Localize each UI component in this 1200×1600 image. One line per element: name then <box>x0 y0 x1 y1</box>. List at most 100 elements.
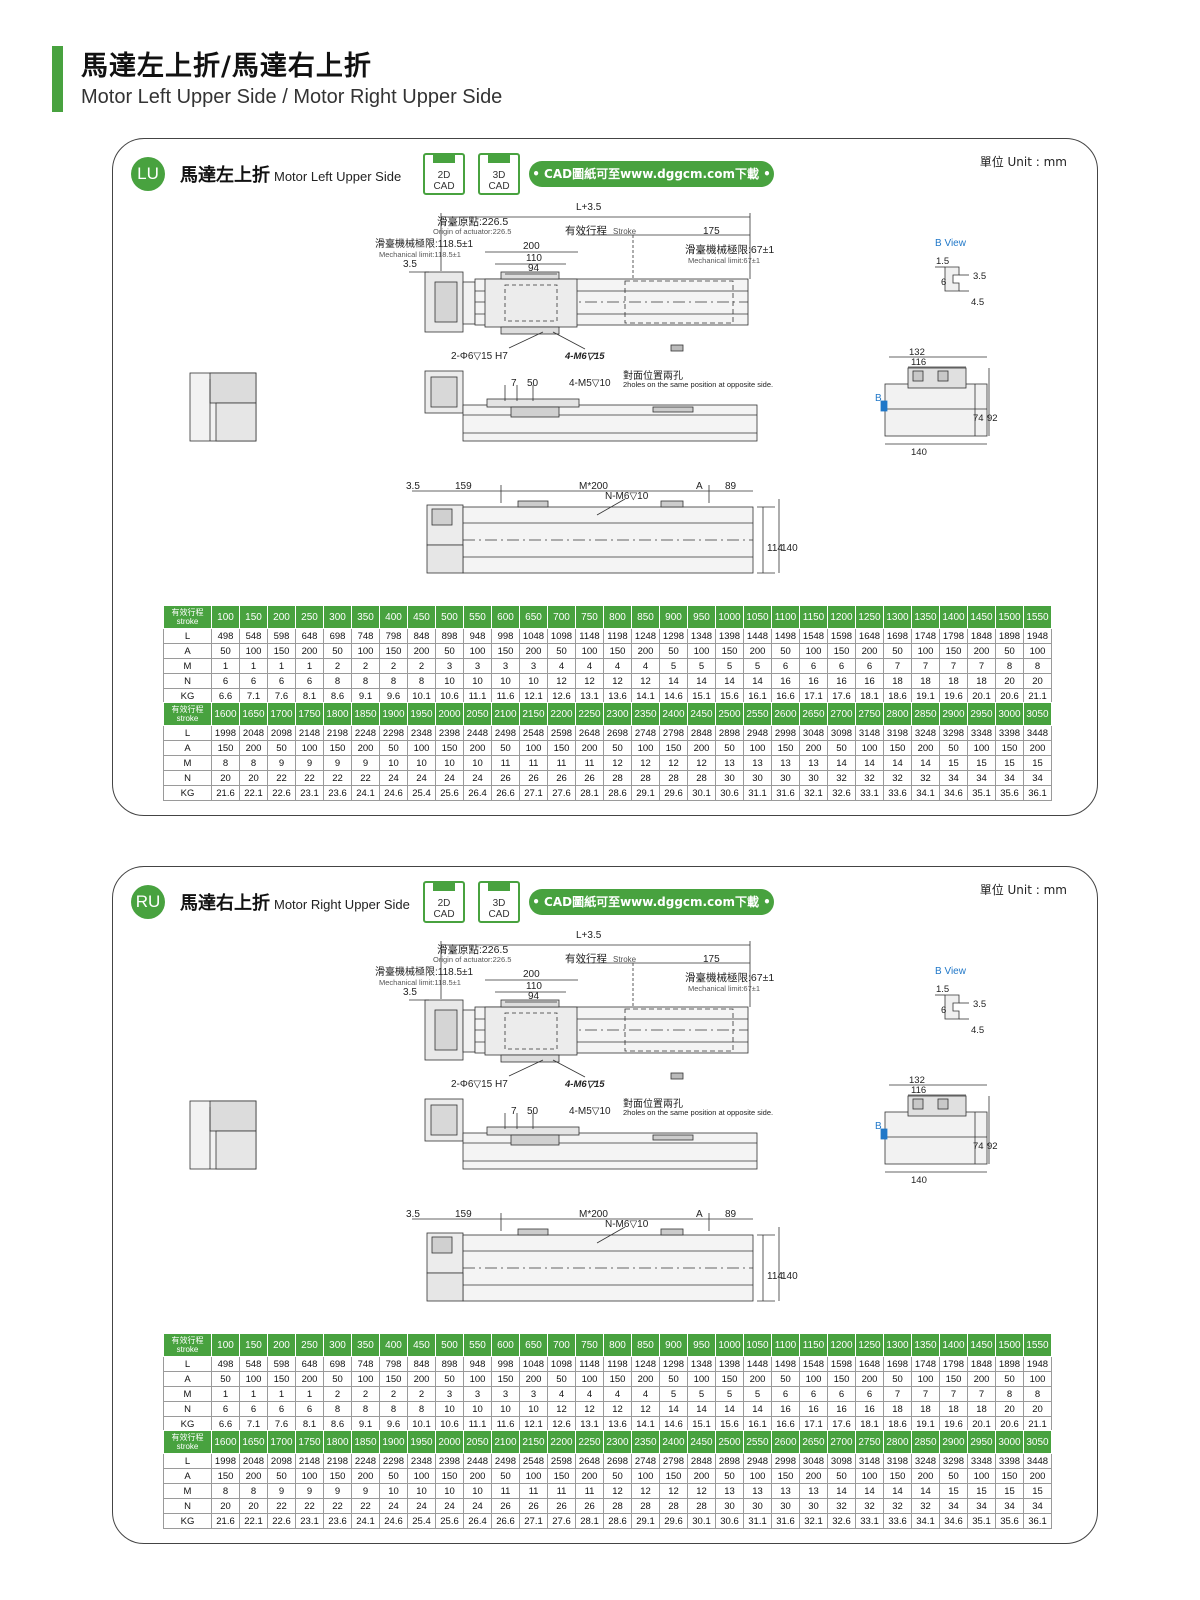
spec-value-cell: 12 <box>631 1401 660 1417</box>
b-marker-label: B <box>875 393 882 404</box>
spec-value-cell: 2298 <box>379 1453 408 1469</box>
spec-value-cell: 18 <box>883 673 912 689</box>
stroke-value-cell: 300 <box>323 1333 352 1357</box>
spec-value-cell: 20 <box>211 1498 240 1514</box>
spec-value-cell: 1248 <box>631 1356 660 1372</box>
spec-value-cell: 50 <box>827 740 856 756</box>
spec-value-cell: 200 <box>911 740 940 756</box>
stroke-value-cell: 2050 <box>463 702 492 726</box>
spec-value-cell: 2 <box>407 658 436 674</box>
spec-value-cell: 50 <box>939 740 968 756</box>
spec-value-cell: 50 <box>379 740 408 756</box>
spec-value-cell: 2498 <box>491 1453 520 1469</box>
spec-value-cell: 6 <box>827 658 856 674</box>
end-view-drawing <box>880 266 990 445</box>
dim-94-label: 94 <box>528 263 540 274</box>
spec-value-cell: 32 <box>883 1498 912 1514</box>
spec-value-cell: 32 <box>827 770 856 786</box>
bview-6-label: 6 <box>941 1005 946 1016</box>
spec-value-cell: 10 <box>435 755 464 771</box>
spec-value-cell: 25.6 <box>435 785 464 801</box>
stroke-value-cell: 2800 <box>883 702 912 726</box>
spec-value-cell: 50 <box>883 1371 912 1387</box>
stroke-value-cell: 2700 <box>827 702 856 726</box>
stroke-value-cell: 1850 <box>351 1430 380 1454</box>
spec-value-cell: 32 <box>911 770 940 786</box>
spec-value-cell: 100 <box>855 1468 884 1484</box>
cad-download-link[interactable]: • CAD圖紙可至www.dggcm.com下載 • <box>529 889 774 915</box>
opposite-holes-en-label: 2holes on the same position at opposite … <box>623 1108 773 1117</box>
stroke-value-cell: 1500 <box>995 1333 1024 1357</box>
spec-value-cell: 13 <box>771 1483 800 1499</box>
spec-value-cell: 150 <box>491 643 520 659</box>
stroke-value-cell: 750 <box>575 605 604 629</box>
spec-value-cell: 14 <box>659 673 688 689</box>
spec-value-cell: 150 <box>939 643 968 659</box>
spec-value-cell: 1 <box>211 1386 240 1402</box>
spec-value-cell: 34 <box>1023 770 1052 786</box>
spec-value-cell: 100 <box>743 1468 772 1484</box>
spec-value-cell: 28 <box>687 770 716 786</box>
spec-value-cell: 150 <box>547 1468 576 1484</box>
unit-label: 單位 Unit : mm <box>979 155 1067 169</box>
tap-holes-m5-label: 4-M5▽10 <box>569 378 611 389</box>
row-label-cell: N <box>163 673 212 689</box>
spec-value-cell: 1598 <box>827 1356 856 1372</box>
spec-value-cell: 200 <box>911 1468 940 1484</box>
spec-value-cell: 150 <box>379 643 408 659</box>
spec-value-cell: 14 <box>715 673 744 689</box>
stroke-value-cell: 650 <box>519 1333 548 1357</box>
spec-value-cell: 26 <box>491 1498 520 1514</box>
header-accent-bar <box>52 46 63 112</box>
spec-value-cell: 32 <box>827 1498 856 1514</box>
spec-value-cell: 200 <box>799 1468 828 1484</box>
stroke-value-cell: 1700 <box>267 1430 296 1454</box>
stroke-value-cell: 2850 <box>911 1430 940 1454</box>
spec-value-cell: 2548 <box>519 1453 548 1469</box>
spec-value-cell: 50 <box>547 643 576 659</box>
spec-value-cell: 32 <box>855 1498 884 1514</box>
spec-value-cell: 2598 <box>547 1453 576 1469</box>
row-label-cell: M <box>163 658 212 674</box>
spec-value-cell: 10 <box>407 755 436 771</box>
spec-value-cell: 14 <box>855 1483 884 1499</box>
spec-value-cell: 848 <box>407 1356 436 1372</box>
spec-value-cell: 6 <box>239 1401 268 1417</box>
row-label-cell: N <box>163 1498 212 1514</box>
spec-value-cell: 50 <box>603 740 632 756</box>
spec-value-cell: 30 <box>743 770 772 786</box>
spec-value-cell: 200 <box>575 740 604 756</box>
spec-value-cell: 150 <box>827 1371 856 1387</box>
end-140-label: 140 <box>911 447 927 458</box>
stroke-value-cell: 2300 <box>603 1430 632 1454</box>
spec-value-cell: 8 <box>995 1386 1024 1402</box>
stroke-value-cell: 1600 <box>211 702 240 726</box>
spec-value-cell: 10 <box>435 1483 464 1499</box>
spec-value-cell: 22 <box>295 1498 324 1514</box>
spec-value-cell: 3 <box>519 658 548 674</box>
spec-value-cell: 14 <box>687 1401 716 1417</box>
stroke-value-cell: 2250 <box>575 1430 604 1454</box>
stroke-en-label: Stroke <box>613 955 637 964</box>
spec-value-cell: 200 <box>407 1371 436 1387</box>
spec-value-cell: 50 <box>267 740 296 756</box>
spec-value-cell: 18 <box>939 1401 968 1417</box>
stroke-value-cell: 350 <box>351 1333 380 1357</box>
stroke-value-cell: 3050 <box>1023 702 1052 726</box>
cad-download-link[interactable]: • CAD圖紙可至www.dggcm.com下載 • <box>529 161 774 187</box>
stroke-value-cell: 1350 <box>911 1333 940 1357</box>
tap-holes-m6-label: 4-M6▽15 <box>564 1079 605 1090</box>
spec-value-cell: 50 <box>435 643 464 659</box>
spec-value-cell: 1498 <box>771 628 800 644</box>
stroke-value-cell: 3000 <box>995 702 1024 726</box>
spec-value-cell: 3448 <box>1023 1453 1052 1469</box>
spec-value-cell: 1198 <box>603 1356 632 1372</box>
spec-value-cell: 6 <box>771 1386 800 1402</box>
